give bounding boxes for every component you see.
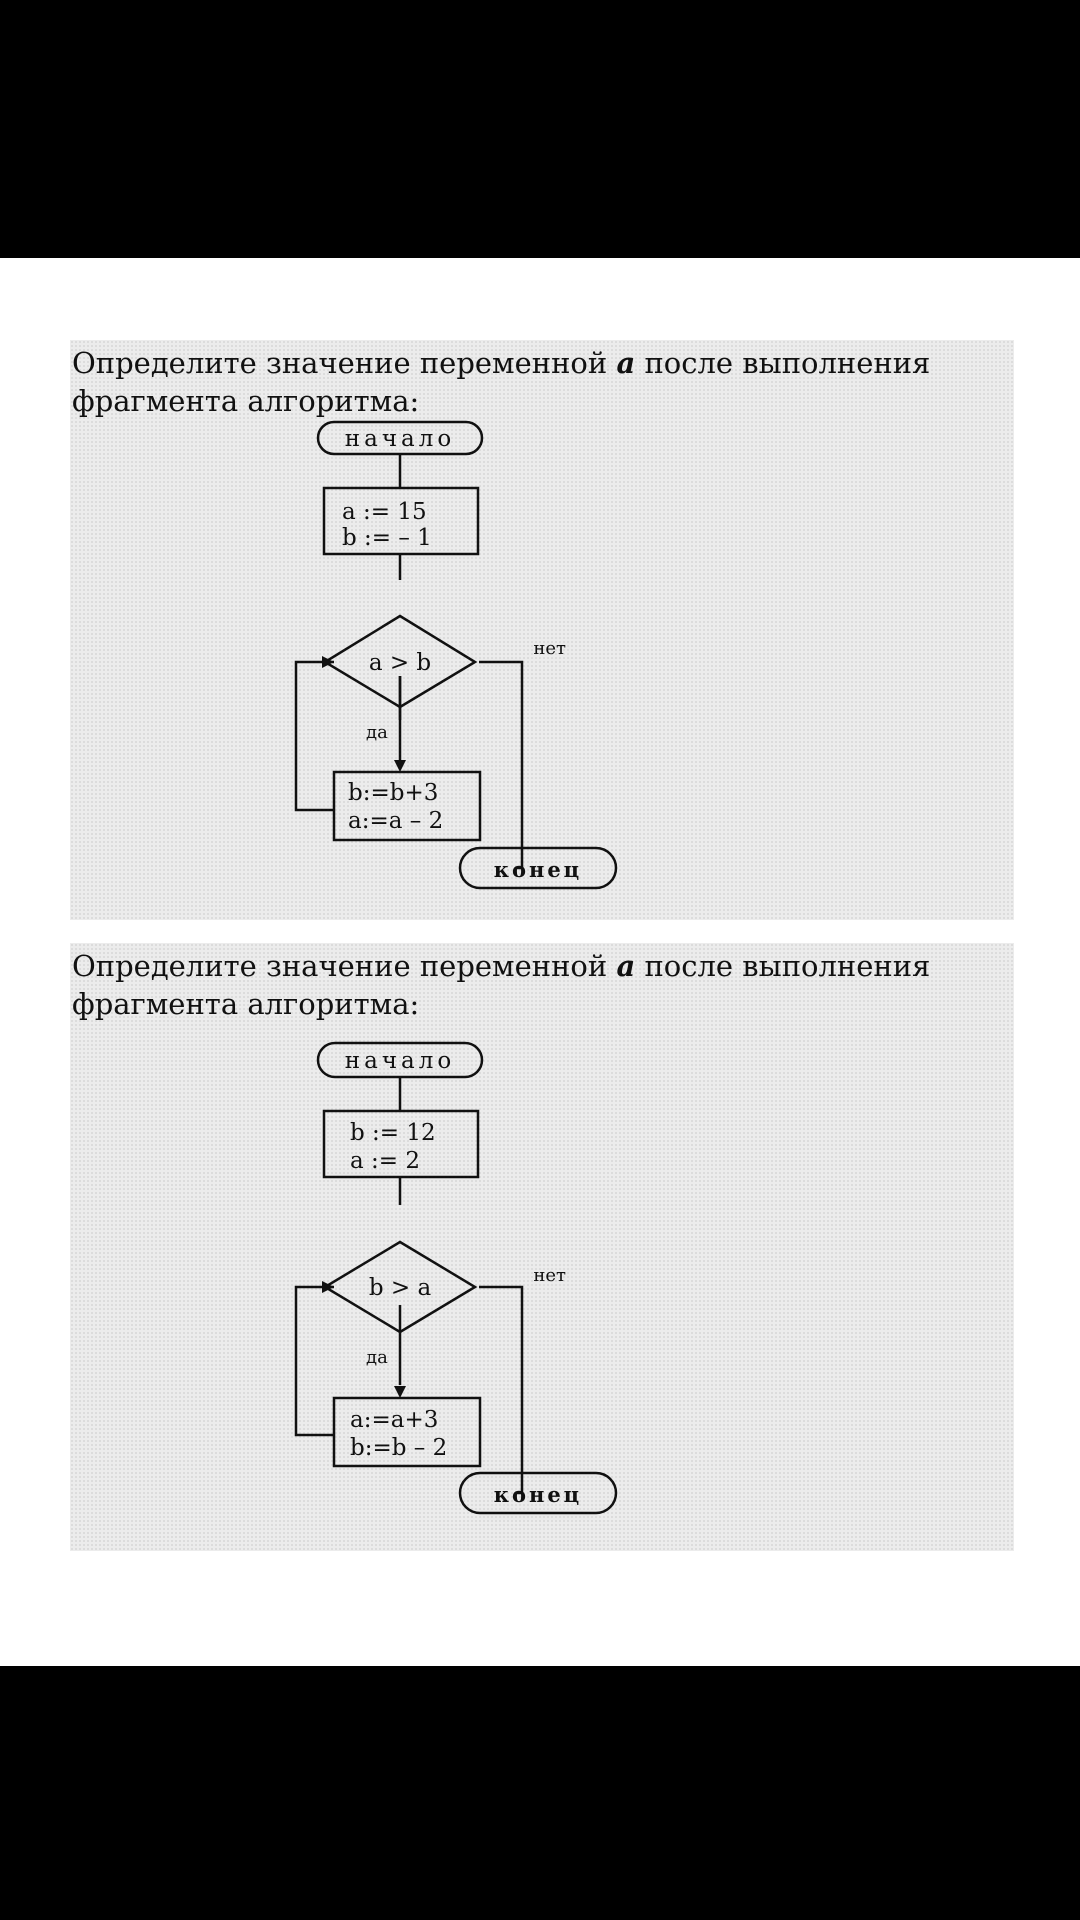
body-line-2: a:=a – 2	[348, 808, 443, 834]
yes-label: да	[366, 722, 388, 743]
init-line-1: a := 15	[342, 499, 427, 525]
end-terminal	[458, 846, 618, 890]
condition-diamond	[322, 614, 478, 709]
flowchart-1: начало a := 15 b := – 1 a > b нет да b:=…	[294, 420, 618, 890]
init-line-2: b := – 1	[342, 525, 432, 551]
question-text: Определите значение переменной a после в…	[72, 346, 931, 418]
body-line-1: a:=a+3	[350, 1407, 438, 1433]
loop-arrow-head	[322, 1281, 334, 1293]
init-line-2: a := 2	[350, 1148, 420, 1174]
condition-diamond	[322, 1240, 478, 1334]
task-1: Определите значение переменной a после в…	[70, 340, 1014, 920]
loop-back-line	[294, 660, 334, 812]
body-block	[332, 1396, 482, 1468]
task-2: Определите значение переменной a после в…	[70, 943, 1014, 1551]
yes-label: да	[366, 1347, 388, 1368]
yes-arrow-head	[394, 760, 406, 772]
no-label: нет	[533, 1265, 566, 1286]
end-terminal	[458, 1471, 618, 1515]
init-line-1: b := 12	[350, 1120, 436, 1146]
question-variable: a	[616, 949, 636, 983]
yes-arrow-head	[394, 1386, 406, 1398]
start-label: начало	[345, 426, 455, 452]
loop-back-line	[294, 1285, 334, 1437]
init-block	[322, 1109, 480, 1179]
worksheet-page: Определите значение переменной a после в…	[0, 258, 1080, 1666]
condition-label: a > b	[369, 650, 431, 676]
body-block	[332, 770, 482, 842]
start-label: начало	[345, 1048, 455, 1074]
condition-label: b > a	[369, 1275, 432, 1301]
start-terminal	[316, 1041, 484, 1079]
no-branch-line	[479, 660, 524, 870]
end-label: конец	[494, 1482, 582, 1507]
body-line-2: b:=b – 2	[350, 1435, 447, 1461]
end-label: конец	[494, 857, 582, 882]
question-text: Определите значение переменной a после в…	[72, 949, 931, 1021]
start-terminal	[316, 420, 484, 456]
loop-arrow-head	[322, 656, 334, 668]
flowchart-2: начало b := 12 a := 2 b > a нет да a:=a+…	[294, 1041, 618, 1515]
no-branch-line	[479, 1285, 524, 1495]
question-variable: a	[616, 346, 636, 380]
init-block	[322, 486, 480, 556]
body-line-1: b:=b+3	[348, 780, 438, 806]
no-label: нет	[533, 638, 566, 659]
